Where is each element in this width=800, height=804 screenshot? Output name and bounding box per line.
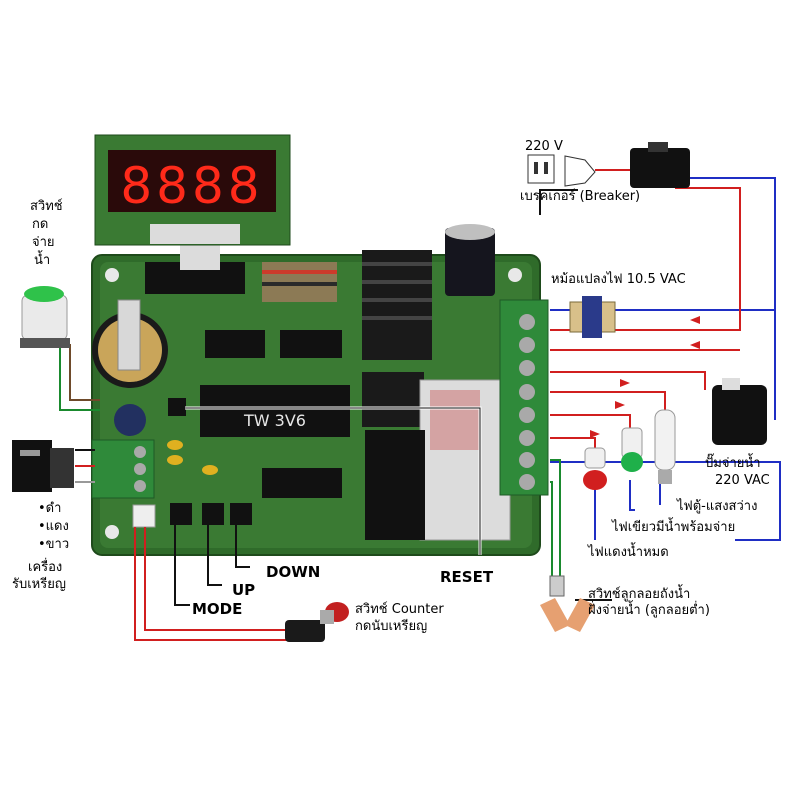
- resistor-bank: [262, 262, 337, 302]
- ic-chips: [200, 330, 350, 498]
- wires: [45, 169, 781, 641]
- float-switch: [540, 575, 595, 632]
- breaker: [630, 142, 690, 188]
- chip-label: TW 3V6: [243, 411, 306, 430]
- counter-button: [285, 602, 349, 642]
- cabinet-light-label: ไฟตู้-แสงสว่าง: [676, 498, 757, 514]
- coin-color-black: •ดำ: [38, 501, 61, 516]
- heatsink: [362, 250, 432, 360]
- dispense-button: [20, 286, 70, 348]
- dispense-label-2: กด: [32, 217, 48, 232]
- display-digits: 8888: [120, 157, 263, 215]
- down-label: DOWN: [266, 563, 320, 581]
- breaker-label: เบรคเกอร์ (Breaker): [520, 188, 640, 204]
- transformer-label: หม้อแปลงไฟ 10.5 VAC: [551, 271, 686, 287]
- board-buttons: [168, 398, 252, 525]
- terminal-block-right: [499, 299, 549, 496]
- green-indicator: [621, 427, 643, 472]
- backup-battery: [92, 299, 168, 388]
- mode-label: MODE: [192, 600, 242, 618]
- dispense-label-4: น้ำ: [34, 250, 50, 268]
- voltage-label: 220 V: [525, 139, 563, 154]
- water-pump: [712, 378, 767, 445]
- power-plug: [527, 154, 596, 187]
- pump-label-2: 220 VAC: [715, 473, 770, 488]
- cabinet-lamp: [654, 409, 676, 484]
- green-light-label: ไฟเขียวมีน้ำพร้อมจ่าย: [611, 517, 735, 535]
- coin-color-red: •แดง: [38, 519, 69, 534]
- dispense-label-3: จ่าย: [32, 235, 55, 250]
- float-switch-label-2: ฝั่งจ่ายน้ำ (ลูกลอยต่ำ): [588, 600, 710, 618]
- coin-machine-label-1: เครื่อง: [28, 558, 62, 575]
- control-board: TW 3V6: [91, 224, 549, 556]
- pump-label-1: ปั๊มจ่ายน้ำ: [705, 453, 761, 471]
- dispense-label-1: สวิทช์: [30, 198, 63, 214]
- terminal-block-left: [91, 439, 155, 499]
- seven-segment-display: 8888: [94, 134, 291, 246]
- counter-switch-label-2: กดนับเหรียญ: [355, 618, 427, 634]
- coin-machine-label-2: รับเหรียญ: [12, 576, 66, 592]
- transformer: [569, 296, 616, 338]
- small-components: [167, 440, 218, 475]
- reset-label: RESET: [440, 568, 494, 586]
- coin-acceptor: [12, 440, 74, 492]
- counter-switch-label-1: สวิทช์ Counter: [355, 601, 444, 617]
- coin-color-white: •ขาว: [38, 537, 69, 552]
- wire-arrows: [590, 316, 700, 438]
- float-switch-label-1: สวิทช์ลูกลอยถังน้ำ: [588, 584, 690, 602]
- relay: [362, 372, 511, 541]
- red-light-label: ไฟแดงน้ำหมด: [587, 542, 669, 560]
- up-label: UP: [232, 581, 255, 599]
- red-indicator: [583, 447, 607, 490]
- labels: 220 V เบรคเกอร์ (Breaker) หม้อแปลงไฟ 10.…: [12, 139, 770, 634]
